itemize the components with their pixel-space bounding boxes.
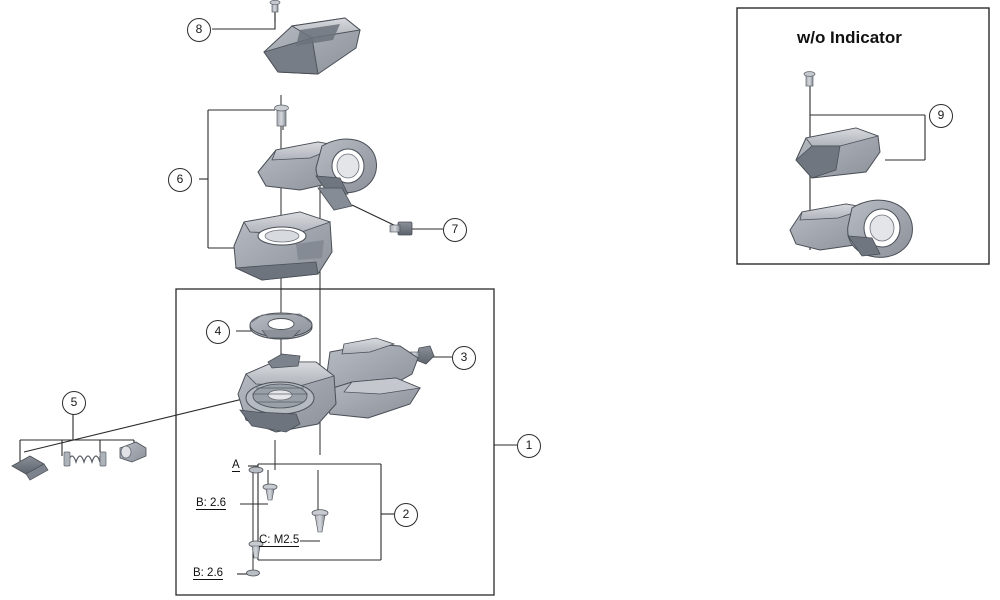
part-label-b-lower: B: 2.6 [193, 567, 224, 580]
callout-3[interactable]: 3 [452, 346, 476, 370]
part-8-cover [263, 17, 362, 75]
part-4-plate [249, 312, 313, 340]
part-2-screws [246, 466, 329, 577]
callout-9[interactable]: 9 [929, 104, 953, 128]
group-box-1 [175, 288, 495, 596]
screw-6-top [274, 104, 289, 127]
screw-b-lower [246, 540, 264, 577]
part-6-lower-housing [233, 211, 333, 281]
screw-c-m25 [311, 509, 329, 533]
part-label-c-m25: C: M2.5 [259, 534, 300, 547]
screw-b-upper [262, 483, 278, 501]
callout-1[interactable]: 1 [517, 434, 541, 458]
part-label-b-upper: B: 2.6 [196, 497, 227, 510]
callout-5[interactable]: 5 [62, 391, 86, 415]
part-1-shifter-body [237, 337, 422, 433]
screw-top-8 [269, 0, 281, 13]
callout-2[interactable]: 2 [394, 503, 418, 527]
panel-box-wo-indicator [736, 7, 990, 265]
callout-8[interactable]: 8 [187, 18, 211, 42]
callout-4[interactable]: 4 [206, 320, 230, 344]
panel-artwork [789, 71, 913, 258]
panel-screw [803, 71, 816, 87]
callout-7[interactable]: 7 [443, 218, 467, 242]
leader-lines [19, 6, 926, 575]
part-6-upper-bracket [257, 138, 377, 211]
panel-clamp [789, 199, 913, 258]
part-5-cable-set [11, 441, 147, 481]
callout-6[interactable]: 6 [168, 168, 192, 192]
part-7-bolt [389, 221, 413, 236]
panel-title: w/o Indicator [797, 28, 902, 47]
part-9-cover [795, 127, 881, 179]
part-label-a: A [232, 459, 240, 472]
